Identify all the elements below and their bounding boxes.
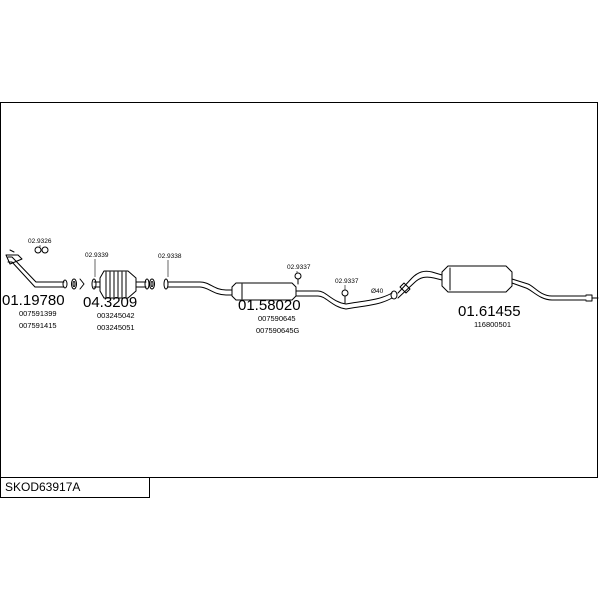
part-reference: 116800501: [474, 320, 511, 329]
middle-pipe-drawing: [163, 278, 398, 310]
diagram-code-box: SKOD63917A: [0, 478, 150, 498]
accessory-label: 02.9326: [28, 238, 52, 245]
accessory-label: 02.9337: [287, 264, 311, 271]
pipe-diameter-label: Ø40: [371, 288, 384, 295]
front-pipe-drawing: [5, 249, 68, 289]
part-number: 01.61455: [458, 303, 521, 320]
rubber-hanger-icon: [294, 272, 302, 285]
accessory-label: 02.9339: [85, 252, 109, 259]
gasket-icon: [71, 278, 85, 290]
rubber-hanger-icon: [341, 289, 349, 304]
rear-pipe-drawing: [397, 265, 599, 302]
part-number: 01.19780: [2, 292, 65, 309]
gasket-icon: [34, 246, 49, 254]
part-reference: 007590645: [258, 314, 296, 323]
part-reference: 007591415: [19, 321, 57, 330]
part-reference: 003245051: [97, 323, 135, 332]
part-reference: 003245042: [97, 311, 135, 320]
part-reference: 007591399: [19, 309, 57, 318]
part-number: 04.3209: [83, 294, 137, 311]
clamp-icon: [399, 282, 411, 294]
accessory-label: 02.9338: [158, 253, 182, 260]
accessory-label: 02.9337: [335, 278, 359, 285]
diagram-code: SKOD63917A: [5, 480, 81, 494]
gasket-icon: [149, 278, 155, 290]
part-number: 01.58020: [238, 297, 301, 314]
diagram-frame: [0, 102, 598, 478]
part-reference: 007590645G: [256, 326, 300, 335]
